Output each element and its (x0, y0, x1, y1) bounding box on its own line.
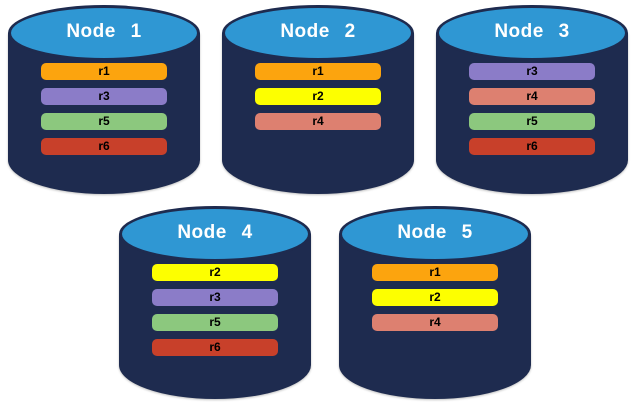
node-3-replica-r5: r5 (469, 113, 595, 130)
node-1-replica-r6: r6 (41, 138, 167, 155)
node-3-replica-r6: r6 (469, 138, 595, 155)
replica-label: r6 (98, 139, 110, 153)
node-5-replica-r4: r4 (372, 314, 498, 331)
node-5-replica-r2: r2 (372, 289, 498, 306)
node-1-replica-r1: r1 (41, 63, 167, 80)
node-4-title: Node 4 (177, 222, 253, 243)
replica-label: r6 (209, 340, 221, 354)
node-1-cylinder-top: Node 1 (8, 5, 200, 61)
node-5-cylinder-top: Node 5 (339, 206, 531, 262)
node-4-replica-r2: r2 (152, 264, 278, 281)
node-1-cylinder: Node 1 r1 r3 r5 r6 (8, 5, 200, 194)
replica-label: r1 (429, 265, 441, 279)
replica-label: r3 (526, 64, 538, 78)
replica-label: r3 (98, 89, 110, 103)
node-2-title: Node 2 (280, 21, 356, 42)
replica-label: r4 (526, 89, 538, 103)
node-3-cylinder: Node 3 r3 r4 r5 r6 (436, 5, 628, 194)
replica-label: r5 (209, 315, 221, 329)
node-3-replica-r3: r3 (469, 63, 595, 80)
node-5-cylinder: Node 5 r1 r2 r4 (339, 206, 531, 399)
node-4-replica-r6: r6 (152, 339, 278, 356)
node-4-replica-list: r2 r3 r5 r6 (152, 264, 278, 356)
node-2-replica-list: r1 r2 r4 (255, 63, 381, 130)
replica-label: r4 (312, 114, 324, 128)
replica-label: r2 (429, 290, 441, 304)
replica-label: r3 (209, 290, 221, 304)
node-3-title: Node 3 (494, 21, 570, 42)
node-3-replica-r4: r4 (469, 88, 595, 105)
node-5-replica-list: r1 r2 r4 (372, 264, 498, 331)
node-4-cylinder: Node 4 r2 r3 r5 r6 (119, 206, 311, 399)
replica-label: r1 (98, 64, 110, 78)
node-1-replica-list: r1 r3 r5 r6 (41, 63, 167, 155)
replica-label: r1 (312, 64, 324, 78)
node-5-replica-r1: r1 (372, 264, 498, 281)
replica-label: r4 (429, 315, 441, 329)
node-2-replica-r4: r4 (255, 113, 381, 130)
node-3-replica-list: r3 r4 r5 r6 (469, 63, 595, 155)
replica-label: r2 (209, 265, 221, 279)
node-2-cylinder-top: Node 2 (222, 5, 414, 61)
node-2-replica-r1: r1 (255, 63, 381, 80)
node-4-replica-r3: r3 (152, 289, 278, 306)
node-1-title: Node 1 (66, 21, 142, 42)
replica-label: r5 (98, 114, 110, 128)
node-5-title: Node 5 (397, 222, 473, 243)
node-1-replica-r5: r5 (41, 113, 167, 130)
node-4-replica-r5: r5 (152, 314, 278, 331)
node-4-cylinder-top: Node 4 (119, 206, 311, 262)
replica-label: r5 (526, 114, 538, 128)
replica-label: r2 (312, 89, 324, 103)
node-2-cylinder: Node 2 r1 r2 r4 (222, 5, 414, 194)
node-2-replica-r2: r2 (255, 88, 381, 105)
replica-label: r6 (526, 139, 538, 153)
node-3-cylinder-top: Node 3 (436, 5, 628, 61)
node-1-replica-r3: r3 (41, 88, 167, 105)
